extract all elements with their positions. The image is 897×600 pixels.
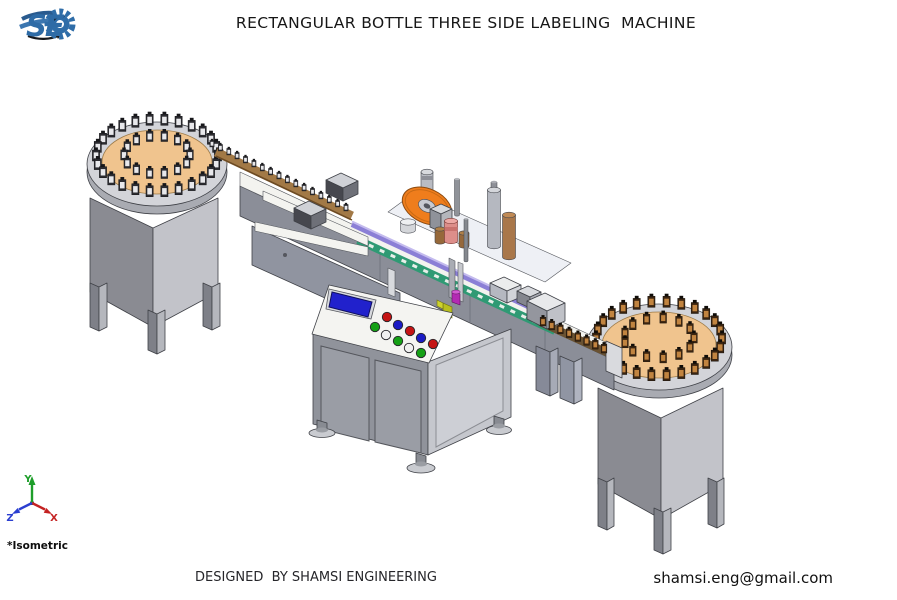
- bottle: [268, 166, 274, 176]
- wrap-roller-gray: [487, 180, 501, 250]
- bottle: [662, 293, 671, 308]
- bottle: [677, 295, 686, 310]
- bottle: [607, 305, 616, 320]
- push-button-red: [427, 338, 439, 350]
- y-axis-label: Y: [23, 474, 32, 485]
- guide-rod-1: [454, 177, 460, 217]
- push-button-blue: [415, 332, 427, 344]
- bottle: [198, 123, 207, 138]
- bottle: [310, 186, 315, 196]
- bottle: [326, 194, 332, 204]
- leveling-feet: [308, 415, 512, 474]
- bottle: [293, 178, 299, 188]
- bottle: [234, 150, 240, 160]
- bottle: [690, 299, 699, 314]
- bottle: [335, 198, 341, 208]
- infeed-rail-edge: [215, 155, 353, 221]
- push-button-blue: [392, 319, 404, 331]
- bottle: [160, 111, 169, 126]
- x-axis-line: [31, 501, 46, 511]
- push-button-panel: [369, 311, 439, 359]
- z-axis-line: [18, 501, 33, 511]
- guide-rod-2: [463, 218, 469, 263]
- bolt: [283, 253, 287, 257]
- bottle: [702, 305, 711, 320]
- y-axis-arrow: [28, 476, 36, 485]
- belt-bracket-1: [387, 267, 396, 298]
- bottle: [301, 182, 307, 192]
- push-button-white: [380, 329, 392, 341]
- x-axis-label: X: [50, 513, 58, 524]
- bottle: [318, 190, 324, 200]
- designed-by-text: DESIGNED BY SHAMSI ENGINEERING: [195, 570, 437, 585]
- sensor-magenta: [451, 289, 461, 306]
- right-collection-turntable: [585, 293, 733, 555]
- conveyor-support-posts: [535, 345, 583, 405]
- z-axis-label: Z: [6, 513, 13, 524]
- bottle: [632, 295, 641, 310]
- cabinet-door-right: [374, 359, 422, 454]
- conveyor-assembly: [209, 138, 623, 405]
- left-unscrambler-turntable: [86, 111, 228, 355]
- labeling-head: [387, 168, 572, 283]
- bottle: [343, 202, 349, 212]
- left-table-legs: [89, 282, 221, 355]
- infeed-guide-plate-lower: [254, 221, 369, 257]
- cabinet-side-panel: [435, 337, 504, 448]
- push-button-red: [381, 311, 393, 323]
- push-button-green: [369, 321, 381, 333]
- bottle: [187, 117, 196, 132]
- push-button-green: [415, 347, 427, 359]
- bottle: [145, 111, 154, 126]
- logo-swoosh-top: [21, 10, 55, 21]
- gear-motor-box-1: [325, 172, 359, 202]
- shamsi-engineering-logo: SE: [19, 8, 76, 43]
- logo-gear-icon: [44, 8, 76, 40]
- logo-text: SE: [26, 9, 65, 43]
- control-cabinet: [308, 284, 512, 474]
- push-button-green: [392, 335, 404, 347]
- infeed-rail: [214, 147, 354, 221]
- bottle: [284, 174, 290, 184]
- axis-triad: Y X Z *Isometric: [6, 474, 68, 552]
- bottle: [251, 158, 257, 168]
- bottle: [226, 146, 232, 156]
- roller-tan-1: [434, 226, 446, 245]
- dancer-roller-pink: [444, 218, 458, 244]
- push-button-white: [403, 342, 415, 354]
- right-table-legs: [597, 477, 725, 555]
- x-axis-arrow: [43, 508, 52, 514]
- conveyor-end-cap: [605, 340, 623, 379]
- bottle: [107, 123, 116, 138]
- hmi-screen: [328, 291, 373, 318]
- bottle: [118, 117, 127, 132]
- contact-email-text: shamsi.eng@gmail.com: [653, 569, 833, 587]
- bottle: [619, 299, 628, 314]
- cabinet-door-left: [320, 345, 370, 442]
- bottle: [174, 113, 183, 128]
- page-title: RECTANGULAR BOTTLE THREE SIDE LABELING M…: [236, 14, 696, 32]
- bottle: [647, 293, 656, 308]
- belt-slats: [357, 238, 556, 333]
- bottle: [131, 113, 140, 128]
- z-axis-arrow: [12, 508, 21, 514]
- bottle: [259, 162, 265, 172]
- label-press-unit: [489, 276, 566, 330]
- gear-motor-box-2: [293, 200, 327, 230]
- bottle: [276, 170, 282, 180]
- bottle: [243, 154, 248, 164]
- idler-roller-white: [400, 218, 416, 234]
- push-button-red: [404, 325, 416, 337]
- isometric-view-label: *Isometric: [7, 540, 68, 552]
- wrap-roller-tan: [502, 211, 516, 261]
